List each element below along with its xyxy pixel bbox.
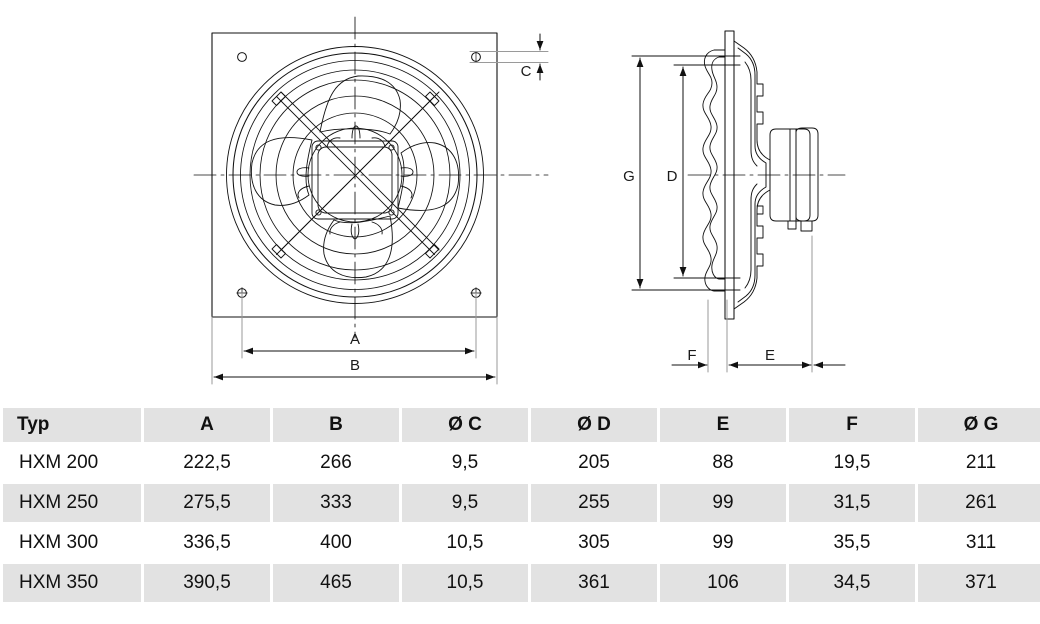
drawing-canvas: A B C G D F E	[193, 16, 846, 385]
cell-d: 305	[578, 532, 610, 553]
dimension-label-B: B	[350, 357, 360, 374]
table-header-e: E	[660, 408, 786, 442]
dimension-label-D: D	[667, 168, 678, 185]
cell-g: 261	[918, 484, 1040, 522]
cell-d: 361	[531, 564, 657, 602]
dimension-F	[671, 299, 728, 373]
cell-c: 10,5	[446, 532, 484, 553]
cell-f: 19,5	[833, 452, 871, 473]
table-header-typ: Typ	[3, 408, 141, 442]
cell-b: 400	[320, 532, 352, 553]
cell-typ: HXM 350	[3, 564, 141, 602]
table-row: HXM 300 336,5 400 10,5 305 99 35,5 311	[3, 524, 1040, 562]
side-guard-profile	[702, 49, 726, 292]
guard-struts	[271, 91, 440, 259]
cell-c: 9,5	[451, 452, 479, 473]
cell-a: 336,5	[183, 532, 231, 553]
cell-c: 9,5	[402, 484, 528, 522]
cell-typ: HXM 300	[19, 532, 99, 553]
table-row: HXM 350 390,5 465 10,5 361 106 34,5 371	[3, 564, 1040, 602]
table-header-d: Ø D	[531, 408, 657, 442]
cell-b: 333	[273, 484, 399, 522]
table-header-b: B	[273, 408, 399, 442]
dimension-B	[211, 316, 498, 385]
side-bracket	[756, 205, 764, 215]
cell-f: 34,5	[789, 564, 915, 602]
technical-drawing: A B C G D F E	[193, 16, 846, 385]
front-view-group	[193, 16, 549, 385]
cell-g: 211	[965, 452, 997, 473]
dimension-label-G: G	[623, 168, 635, 185]
cell-b: 266	[320, 452, 352, 473]
cell-e: 106	[660, 564, 786, 602]
cell-e: 88	[712, 452, 734, 473]
cell-a: 275,5	[144, 484, 270, 522]
center-lines	[193, 16, 549, 339]
table-row: HXM 200 222,5 266 9,5 205 88 19,5 211	[3, 444, 1040, 482]
cell-e: 99	[712, 532, 734, 553]
cell-a: 390,5	[144, 564, 270, 602]
table-header-g: Ø G	[918, 408, 1040, 442]
cell-g: 311	[965, 532, 997, 553]
dimension-A	[241, 292, 477, 359]
dimension-G	[631, 55, 741, 291]
cell-f: 31,5	[789, 484, 915, 522]
cell-f: 35,5	[833, 532, 871, 553]
dimension-label-F: F	[687, 347, 696, 364]
dimension-E	[728, 235, 846, 373]
dimension-C	[469, 33, 549, 81]
table-row: HXM 250 275,5 333 9,5 255 99 31,5 261	[3, 484, 1040, 522]
dimension-label-A: A	[350, 331, 360, 348]
cell-d: 255	[531, 484, 657, 522]
cell-typ: HXM 200	[19, 452, 99, 473]
table-header-a: A	[144, 408, 270, 442]
cell-g: 371	[918, 564, 1040, 602]
table-header-row: Typ A B Ø C Ø D E F Ø G	[3, 408, 1040, 442]
dimension-label-C: C	[521, 63, 532, 80]
cell-e: 99	[660, 484, 786, 522]
dimension-label-E: E	[765, 347, 775, 364]
dimension-table: Typ A B Ø C Ø D E F Ø G HXM 200 222,5 26…	[0, 406, 1040, 604]
cell-a: 222,5	[183, 452, 231, 473]
cell-b: 465	[273, 564, 399, 602]
fan-blades	[250, 75, 460, 279]
cell-c: 10,5	[402, 564, 528, 602]
dimension-D	[673, 64, 741, 279]
mounting-hole-tl	[237, 52, 247, 62]
table-header-c: Ø C	[402, 408, 528, 442]
side-view-group	[631, 30, 846, 373]
table-header-f: F	[789, 408, 915, 442]
cell-d: 205	[578, 452, 610, 473]
side-motor-cylinder	[769, 127, 819, 232]
cell-typ: HXM 250	[3, 484, 141, 522]
